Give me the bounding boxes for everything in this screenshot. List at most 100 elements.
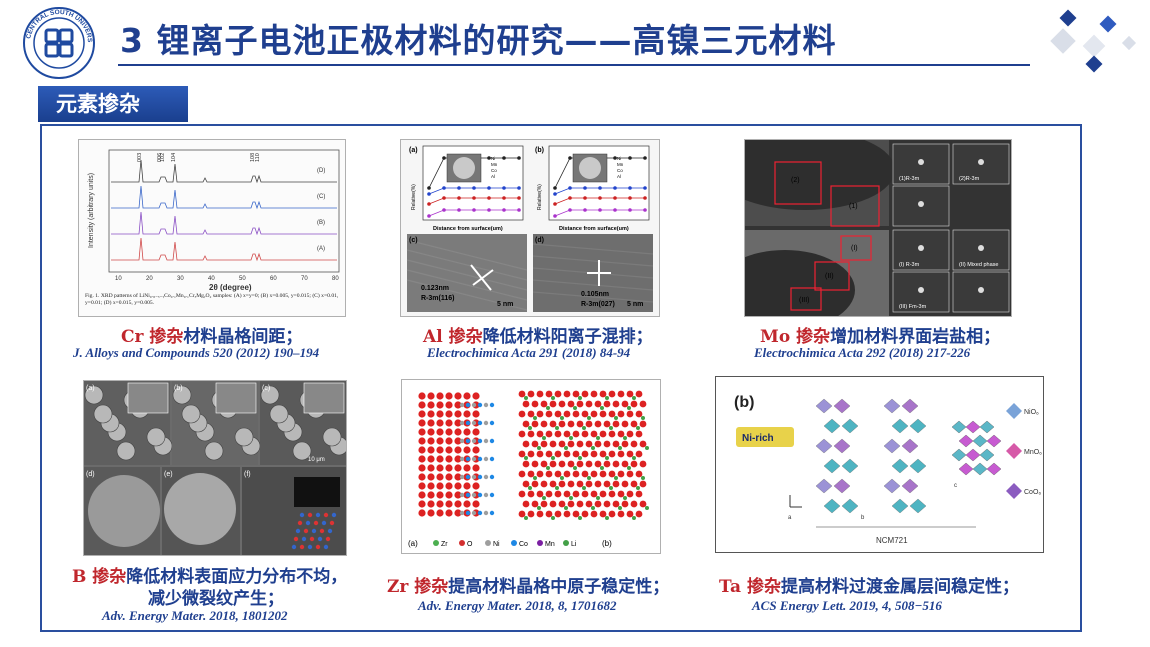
- particle: [172, 385, 192, 405]
- svg-text:b: b: [861, 515, 865, 521]
- sem-panel-label: (e): [164, 471, 173, 478]
- octahedron: [901, 398, 919, 414]
- xrd-peak-label: 102: [160, 153, 166, 162]
- svg-text:(c): (c): [409, 237, 418, 244]
- sem-panel-label: (f): [244, 471, 251, 478]
- octahedron: [883, 398, 901, 414]
- figure-al-profiles: (a)Relative(%)Distance from surface(um)N…: [400, 139, 660, 317]
- sem-panel-label: (d): [86, 471, 95, 478]
- legend-label: Co: [519, 541, 528, 548]
- xrd-figure-caption: Fig. 1. XRD patterns of LiNi₀.₈₋ₓ₋ᵧCo₀.₁…: [85, 293, 339, 306]
- xrd-peak-label: 110: [255, 153, 261, 162]
- octahedron: [815, 398, 833, 414]
- octahedron: [841, 498, 859, 514]
- legend-swatch: [537, 540, 543, 546]
- xrd-peak-label: 104: [171, 153, 177, 162]
- xrd-curve-label: (B): [317, 220, 325, 226]
- xrd-x-tick: 30: [177, 276, 184, 282]
- fft-phase-label: (2)R-3m: [959, 176, 980, 182]
- reference-al: Electrochimica Acta 291 (2018) 84-94: [427, 345, 631, 360]
- octahedron: [841, 418, 859, 434]
- particle: [292, 441, 312, 461]
- caption-cr: Cr 掺杂材料晶格间距；: [121, 327, 303, 347]
- sem-panel-label: (a): [86, 385, 95, 392]
- xrd-x-tick: 50: [239, 276, 246, 282]
- reference-ta: ACS Energy Lett. 2019, 4, 508−516: [752, 598, 942, 613]
- chart-legend-entry: Ni: [617, 156, 621, 161]
- decorative-diamonds: [1050, 9, 1137, 73]
- xrd-xlabel: 2θ (degree): [209, 283, 252, 292]
- xrd-peak-label: 006: [157, 153, 163, 162]
- xrd-curve-label: (A): [317, 246, 325, 252]
- legend-swatch: [511, 540, 517, 546]
- xrd-curve: [111, 159, 337, 184]
- hrtem-image-d: (d) 0.105nm R-3m(027) 5 nm: [532, 234, 654, 312]
- particle: [84, 385, 104, 405]
- octahedron: [909, 498, 927, 514]
- xrd-curve: [111, 211, 337, 236]
- legend-label: NiO₆: [1024, 409, 1039, 416]
- reference-cr: J. Alloys and Compounds 520 (2012) 190–1…: [73, 345, 320, 360]
- svg-text:c: c: [954, 483, 957, 489]
- legend-label: Li: [571, 541, 577, 548]
- particle: [269, 404, 289, 424]
- chart-ylabel: Relative(%): [411, 184, 417, 210]
- title-underline: [118, 64, 1030, 66]
- svg-text:(a): (a): [408, 539, 418, 548]
- chart-legend-entry: Mn: [617, 162, 624, 167]
- octahedron: [891, 498, 909, 514]
- octahedron: [815, 478, 833, 494]
- reference-b: Adv. Energy Mater. 2018, 1801202: [102, 608, 288, 623]
- reference-mo: Electrochimica Acta 292 (2018) 217-226: [754, 345, 971, 360]
- xrd-x-tick: 80: [332, 276, 339, 282]
- caption-mo: Mo 掺杂增加材料界面岩盐相；: [760, 327, 1001, 347]
- svg-text:(b): (b): [602, 539, 612, 548]
- caption-al: Al 掺杂降低材料阳离子混排；: [423, 327, 653, 347]
- fft-phase-label: (1)R-3m: [899, 176, 920, 182]
- university-logo: CENTRAL SOUTH UNIVERSITY: [22, 6, 95, 79]
- octahedron: [901, 438, 919, 454]
- svg-text:5 nm: 5 nm: [627, 301, 643, 308]
- octahedron: [833, 438, 851, 454]
- xrd-peak-label: 003: [137, 153, 143, 162]
- xrd-x-tick: 10: [115, 276, 122, 282]
- chart-legend-entry: Co: [617, 168, 623, 173]
- chart-ylabel: Relative(%): [537, 184, 543, 210]
- xrd-x-tick: 60: [270, 276, 277, 282]
- chart-panel-label: (b): [535, 147, 544, 154]
- octahedron: [823, 498, 841, 514]
- particle: [93, 404, 113, 424]
- octahedron: [833, 478, 851, 494]
- octahedron: [815, 438, 833, 454]
- octahedron: [823, 418, 841, 434]
- octahedron: [909, 458, 927, 474]
- particle: [260, 385, 280, 405]
- fft-phase-label: (II) Mixed phase: [959, 262, 998, 268]
- reference-zr: Adv. Energy Mater. 2018, 8, 1701682: [418, 598, 617, 613]
- sem-panel-label: (c): [262, 385, 270, 392]
- legend-label: Mn: [545, 541, 555, 548]
- svg-text:a: a: [788, 515, 792, 521]
- legend-octahedron: [1006, 443, 1022, 459]
- chart-legend-entry: Ni: [491, 156, 495, 161]
- legend-octahedron: [1006, 483, 1022, 499]
- octahedron: [823, 458, 841, 474]
- page-title: 3 锂离子电池正极材料的研究——高镍三元材料: [120, 21, 837, 60]
- chart-legend-entry: Al: [491, 174, 495, 179]
- caption-b-line2: 减少微裂纹产生；: [148, 589, 284, 609]
- xrd-x-tick: 20: [146, 276, 153, 282]
- svg-text:(I): (I): [851, 245, 858, 252]
- legend-swatch: [563, 540, 569, 546]
- svg-text:(II): (II): [825, 273, 834, 280]
- xrd-x-tick: 70: [301, 276, 308, 282]
- xrd-curve: [111, 237, 337, 262]
- caption-b: B 掺杂降低材料表面应力分布不均，: [72, 567, 348, 587]
- xrd-curve: [111, 185, 337, 210]
- particle: [116, 441, 136, 461]
- xrd-ylabel: Intensity (arbitrary units): [88, 173, 95, 248]
- xrd-peak-label: 108: [250, 153, 256, 162]
- chart-xlabel: Distance from surface(um): [433, 226, 503, 232]
- sem-panel-label: (b): [174, 385, 183, 392]
- legend-octahedron: [1006, 403, 1022, 419]
